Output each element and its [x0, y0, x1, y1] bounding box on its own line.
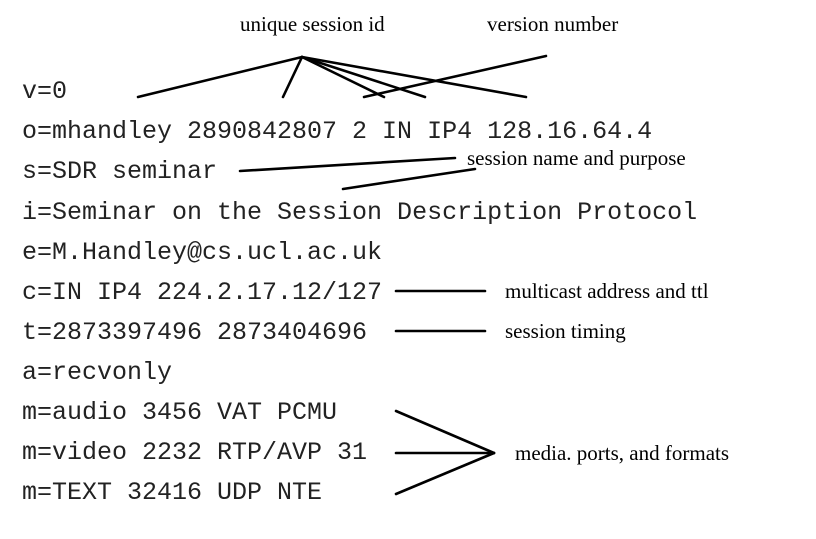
- sdp-line-version: v=0: [22, 77, 67, 106]
- sdp-line-media-video: m=video 2232 RTP/AVP 31: [22, 438, 367, 467]
- session-id-connector: [300, 55, 427, 99]
- label-session-name: session name and purpose: [467, 146, 686, 170]
- sdp-line-media-text: m=TEXT 32416 UDP NTE: [22, 478, 322, 507]
- label-version: version number: [487, 12, 618, 36]
- session-id-connector: [136, 55, 304, 99]
- session-info-connector: [341, 167, 477, 191]
- media-connector: [394, 409, 496, 455]
- sdp-line-info: i=Seminar on the Session Description Pro…: [22, 198, 697, 227]
- version-connector: [362, 54, 548, 99]
- sdp-line-connection: c=IN IP4 224.2.17.12/127: [22, 278, 382, 307]
- connector-lines: [136, 54, 548, 496]
- sdp-line-email: e=M.Handley@cs.ucl.ac.uk: [22, 238, 382, 267]
- sdp-line-media-audio: m=audio 3456 VAT PCMU: [22, 398, 337, 427]
- session-name-connector: [238, 156, 457, 173]
- label-multicast: multicast address and ttl: [505, 279, 709, 303]
- sdp-line-session-name: s=SDR seminar: [22, 157, 217, 186]
- session-id-connector: [281, 55, 304, 99]
- sdp-line-attribute: a=recvonly: [22, 358, 172, 387]
- label-timing: session timing: [505, 319, 626, 343]
- annotation-labels: unique session id version number session…: [240, 12, 729, 465]
- session-id-connector: [300, 55, 528, 99]
- sdp-text-lines: v=0 o=mhandley 2890842807 2 IN IP4 128.1…: [22, 77, 697, 507]
- session-id-connector: [300, 55, 386, 99]
- label-session-id: unique session id: [240, 12, 385, 36]
- label-media: media. ports, and formats: [515, 441, 729, 465]
- sdp-line-timing: t=2873397496 2873404696: [22, 318, 367, 347]
- sdp-line-origin: o=mhandley 2890842807 2 IN IP4 128.16.64…: [22, 117, 652, 146]
- media-connector: [394, 451, 496, 496]
